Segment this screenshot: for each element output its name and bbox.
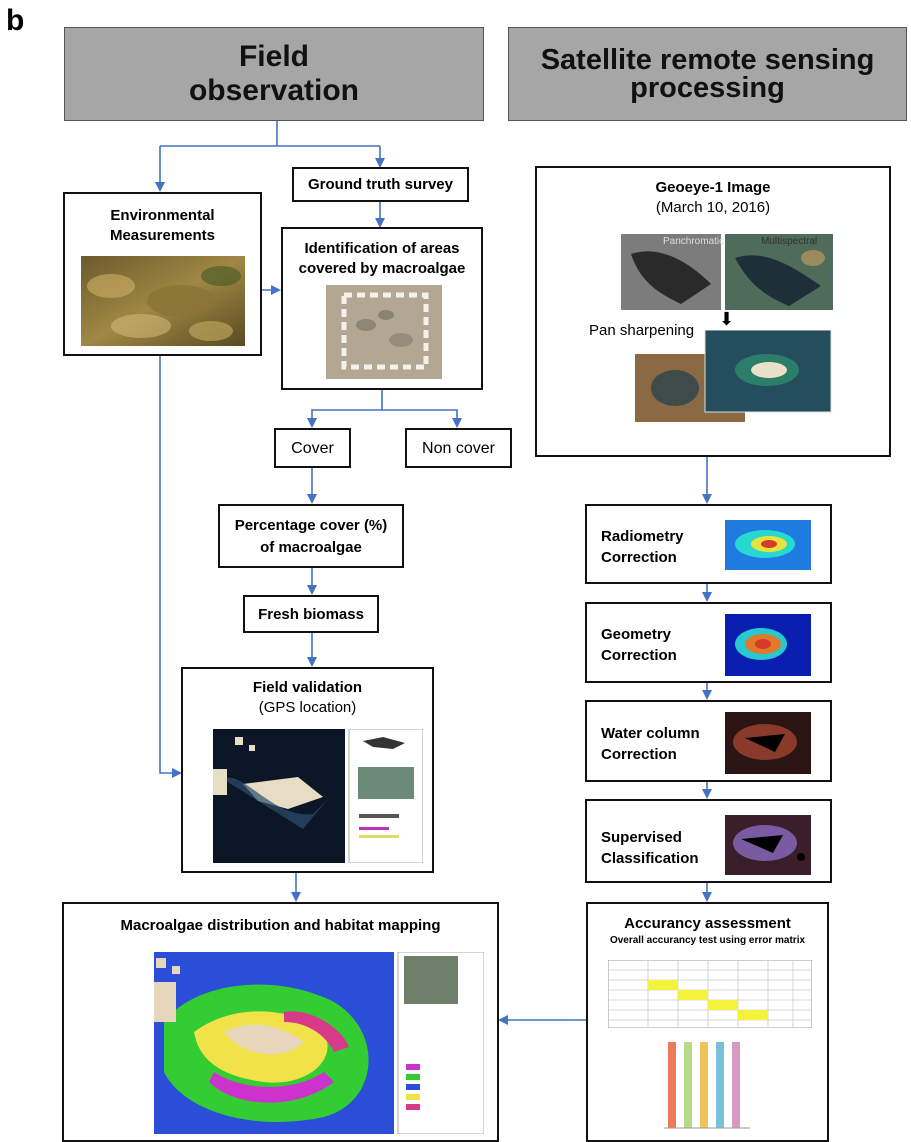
down-arrow-icon: ⬇ [719,309,735,329]
identification-label: Identification of areas covered by macro… [298,240,466,277]
seabed-photo [81,256,245,346]
accuracy-assessment-title: Accurancy assessment [624,915,791,932]
validation-map [213,729,423,863]
panchromatic-label: Panchromatic [663,236,725,247]
pan-sharpening-label: Pan sharpening [589,322,695,339]
environmental-measurements-label: Environmental Measurements [109,207,216,244]
multispectral-image [725,234,833,310]
geometry-correction-label: Geometry Correction [601,626,677,664]
habitat-mapping-box: Macroalgae distribution and habitat mapp… [62,902,499,1142]
field-observation-header: Field observation [64,27,484,121]
geoeye-image-date: (March 10, 2016) [655,199,771,216]
cover-label: Cover [291,440,334,457]
panchromatic-image [621,234,721,310]
field-observation-title: Field observation [188,40,360,107]
ground-truth-survey-label: Ground truth survey [307,176,453,193]
multispectral-label: Multispectral [761,236,818,247]
radiometry-image [725,520,811,570]
water-column-correction-box: Water column Correction [585,700,832,782]
accuracy-assessment-subtitle: Overall accurancy test using error matri… [609,935,806,946]
habitat-map [154,952,484,1134]
geoeye-image-title: Geoeye-1 Image [655,179,771,196]
accuracy-bar-chart [664,1042,750,1129]
satellite-header: Satellite remote sensing processing [508,27,907,121]
error-matrix-table [608,960,812,1028]
fresh-biomass-label: Fresh biomass [258,606,364,623]
satellite-title: Satellite remote sensing processing [540,44,875,104]
panel-label: b [6,4,25,37]
non-cover-box: Non cover [405,428,512,468]
geometry-correction-box: Geometry Correction [585,602,832,683]
quadrat-photo [326,285,442,379]
radiometry-correction-box: Radiometry Correction [585,504,832,584]
non-cover-label: Non cover [422,440,495,457]
ground-truth-survey-box: Ground truth survey [292,167,469,202]
field-validation-box: Field validation (GPS location) [181,667,434,873]
supervised-classification-label: Supervised Classification [601,829,699,867]
percentage-cover-box: Percentage cover (%) of macroalgae [218,504,404,568]
cover-box: Cover [274,428,351,468]
percentage-cover-label: Percentage cover (%) of macroalgae [234,517,388,556]
habitat-mapping-label: Macroalgae distribution and habitat mapp… [120,917,441,934]
accuracy-assessment-box: Accurancy assessment Overall accurancy t… [586,902,829,1142]
supervised-classification-box: Supervised Classification [585,799,832,883]
identification-box: Identification of areas covered by macro… [281,227,483,390]
pan-sharpened-image [635,330,832,422]
field-validation-subtitle: (GPS location) [258,699,357,716]
geoeye-image-box: Geoeye-1 Image (March 10, 2016) Panchrom… [535,166,891,457]
geometry-image [725,614,811,676]
water-column-correction-label: Water column Correction [601,725,700,763]
supervised-image [725,815,811,875]
water-column-image [725,712,811,774]
field-validation-title: Field validation [252,679,363,696]
environmental-measurements-box: Environmental Measurements [63,192,262,356]
radiometry-correction-label: Radiometry Correction [601,528,684,566]
fresh-biomass-box: Fresh biomass [243,595,379,633]
